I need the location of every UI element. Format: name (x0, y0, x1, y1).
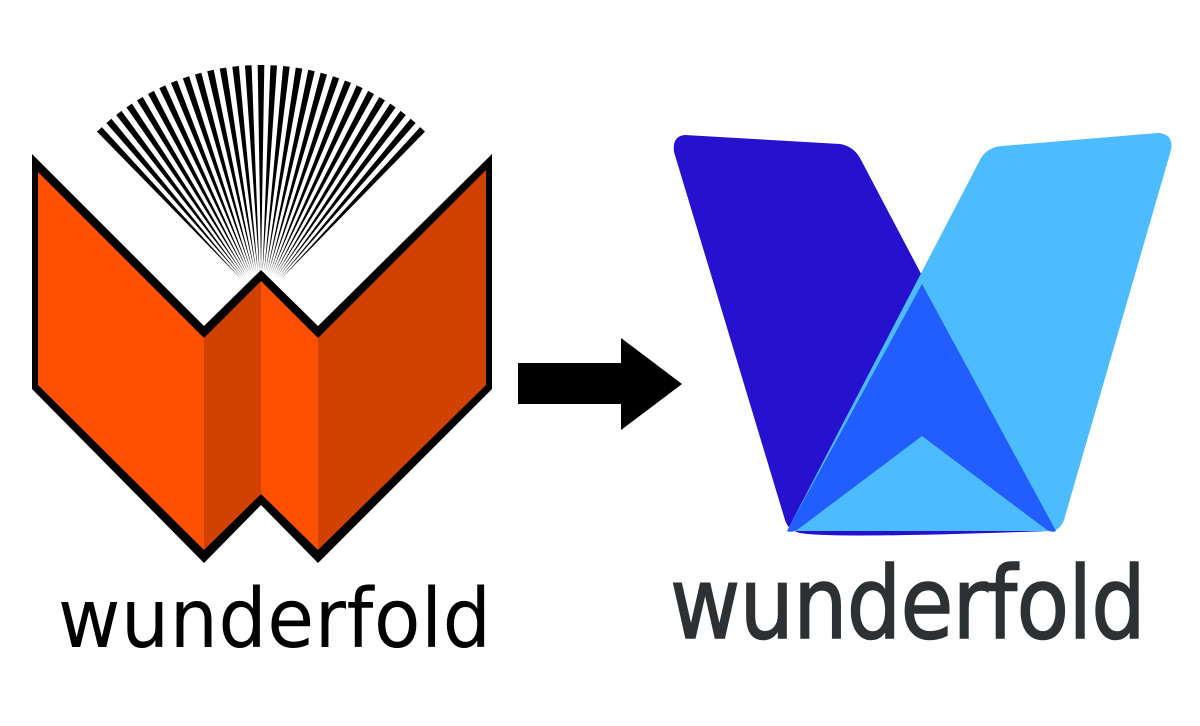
folded-w-icon (673, 133, 1172, 536)
new-wordmark: wunderfold (669, 545, 1146, 662)
old-wordmark: wunderfold (58, 572, 492, 667)
right-arrow-icon (518, 338, 682, 430)
open-book-w-icon (32, 154, 492, 563)
